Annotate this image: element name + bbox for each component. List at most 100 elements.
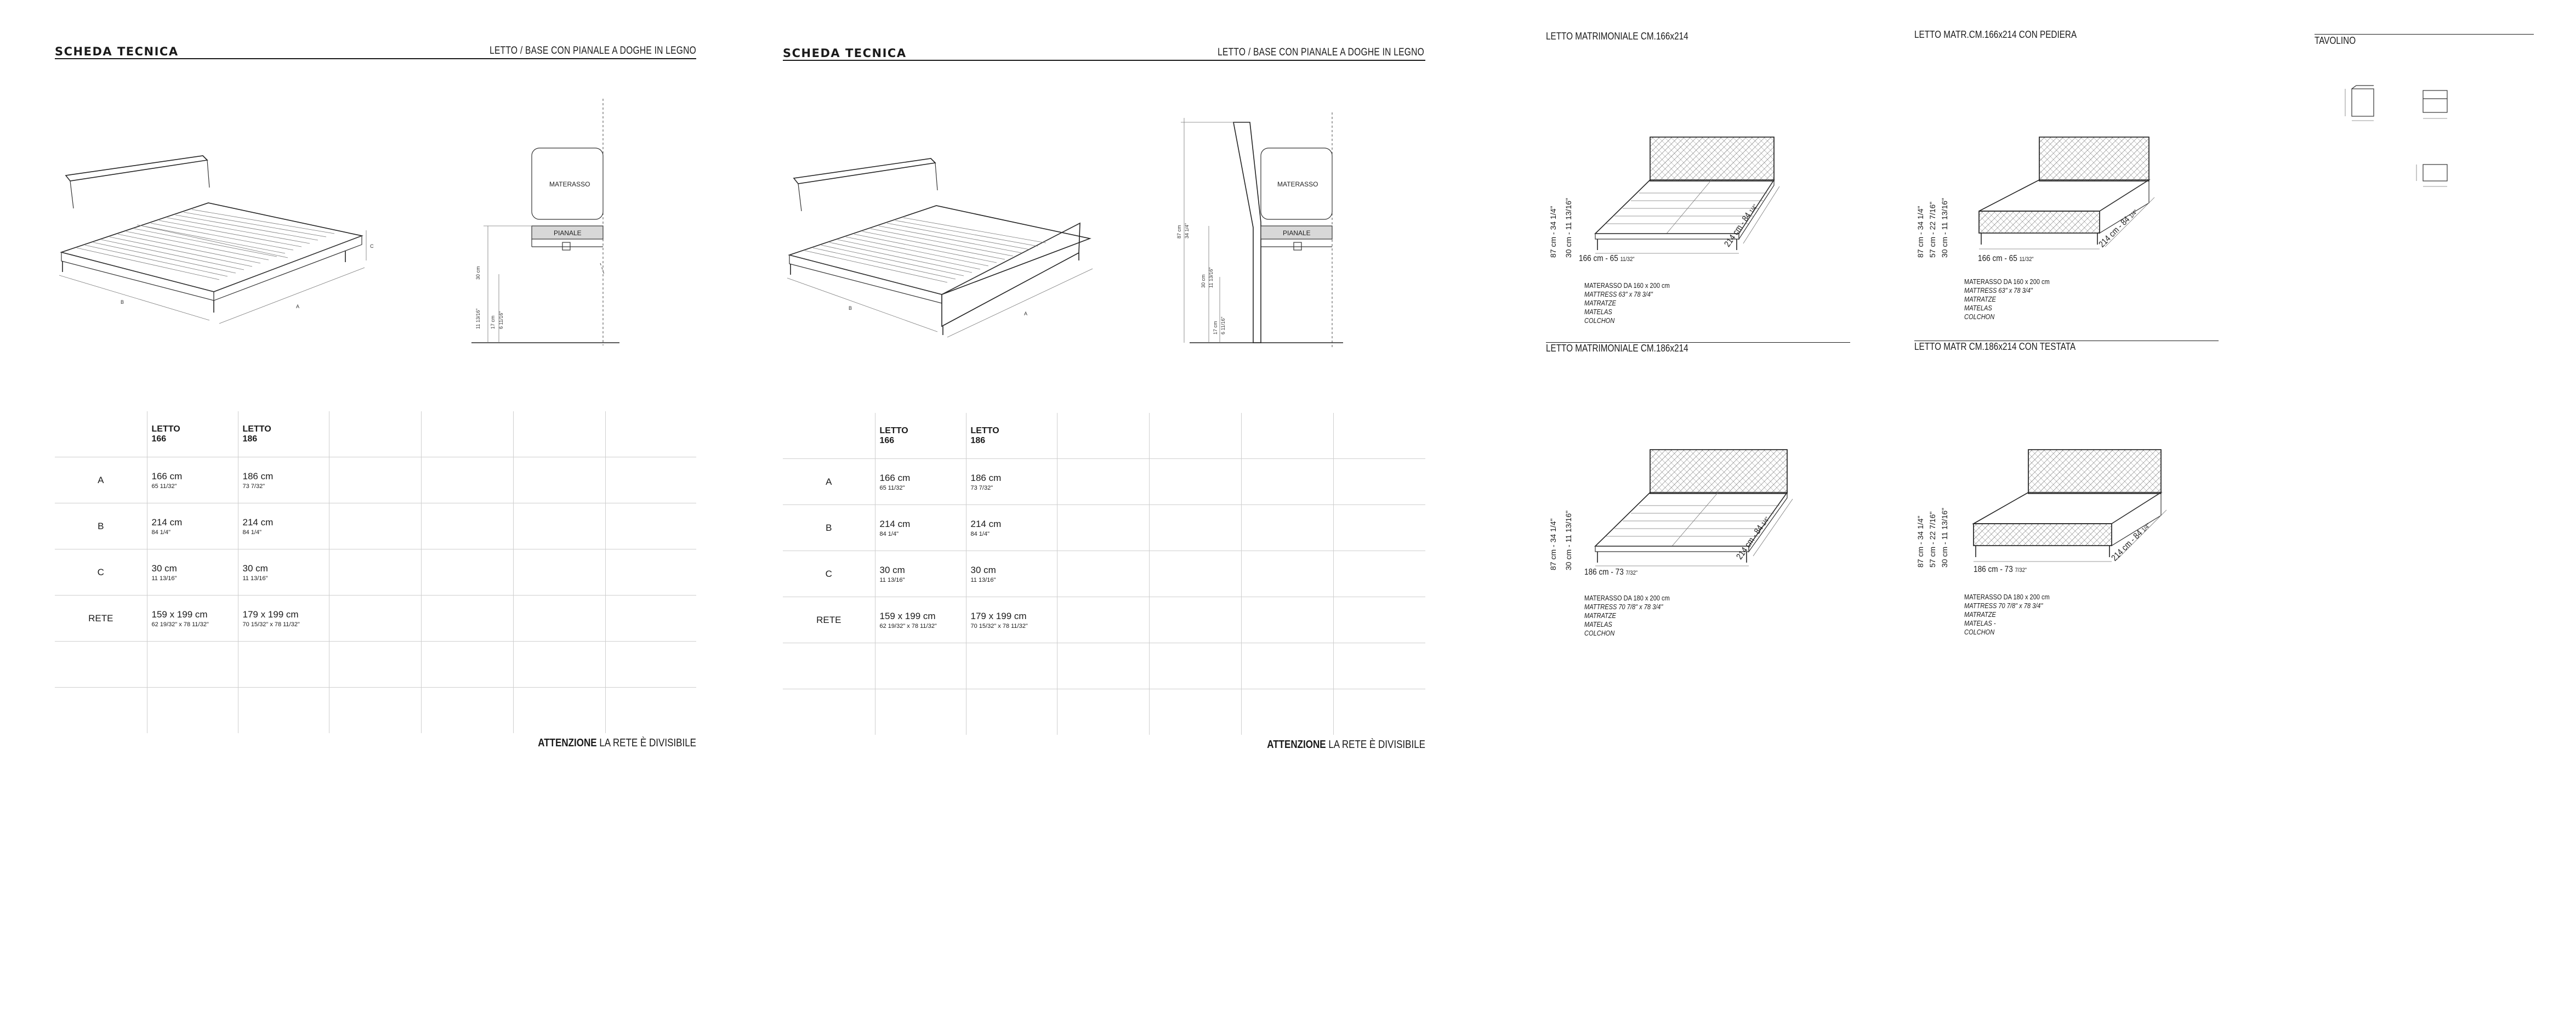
height-dimension: 30 cm - 11 13/16" [1564,511,1573,570]
pianale-label: PIANALE [1283,229,1311,237]
svg-text:11 13/16": 11 13/16" [1208,267,1214,288]
height-dimension: 87 cm - 34 1/4" [1549,518,1557,570]
view-title: LETTO MATR.CM.166x214 CON PEDIERA [1914,29,2077,40]
table-row [783,643,1425,689]
height-dimension: 87 cm - 34 1/4" [1916,206,1925,258]
section-rule [2315,34,2534,35]
width-dimension: 186 cm - 73 7/32" [1584,568,1638,577]
mattress-note: MATERASSO DA 160 x 200 cm MATTRESS 63" x… [1964,277,2050,321]
svg-text:A: A [1024,311,1027,316]
mattress-note: MATERASSO DA 160 x 200 cm MATTRESS 63" x… [1584,281,1670,325]
bed-profile-drawing-footboard: MATERASSO PIANALE 87 cm 34 1/4" 30 cm 11… [1176,112,1343,348]
height-dimension: 87 cm - 34 1/4" [1916,515,1925,568]
width-dimension: 166 cm - 65 11/32" [1978,254,2034,263]
table-row [783,689,1425,735]
svg-text:6 11/16": 6 11/16" [1220,316,1226,334]
row-label: RETE [783,597,875,643]
row-label: B [783,504,875,551]
tavolino-drawing [2345,85,2448,187]
width-dimension: 186 cm - 73 7/32" [1974,565,2027,574]
height-dimension: 30 cm - 11 13/16" [1564,198,1573,258]
svg-text:B: B [121,299,124,305]
bed-footboard-drawing-186 [1971,449,2167,562]
materasso-label: MATERASSO [1277,180,1318,188]
svg-text:30 cm: 30 cm [1201,274,1206,288]
section-rule [1546,342,1850,343]
height-dimension: 57 cm - 22 7/16" [1928,511,1937,568]
svg-text:34 1/4": 34 1/4" [1184,223,1190,239]
svg-text:6 11/16": 6 11/16" [498,311,504,329]
row-label: RETE [55,595,147,642]
view-title: LETTO MATRIMONIALE CM.166x214 [1546,31,1688,42]
materasso-label: MATERASSO [549,180,590,188]
sheet-title: SCHEDA TECNICA [55,45,179,58]
svg-text:30 cm: 30 cm [475,266,481,280]
height-dimension: 87 cm - 34 1/4" [1549,206,1557,258]
table-row [55,687,696,733]
view-title: LETTO MATRIMONIALE CM.186x214 [1546,343,1688,354]
row-label: B [55,503,147,549]
row-label: A [55,457,147,503]
height-dimension: 30 cm - 11 13/16" [1940,198,1949,258]
svg-text:A: A [296,304,299,309]
mattress-note: MATERASSO DA 180 x 200 cm MATTRESS 70 7/… [1584,594,1670,637]
row-label: C [55,549,147,596]
sheet-subtitle: LETTO / BASE CON PIANALE A DOGHE IN LEGN… [490,45,696,56]
attention-note: ATTENZIONE LA RETE È DIVISIBILE [1267,739,1425,751]
sheet-title: SCHEDA TECNICA [783,47,907,60]
header-rule [783,60,1425,61]
attention-note: ATTENZIONE LA RETE È DIVISIBILE [538,737,696,749]
row-label: C [783,551,875,597]
view-title: TAVOLINO [2315,35,2356,46]
bed-profile-drawing: MATERASSO PIANALE 30 cm 11 13/16" 17 cm … [471,99,619,345]
bed-perspective-drawing-footboard: B A [787,158,1093,338]
view-title: LETTO MATR CM.186x214 CON TESTATA [1914,341,2076,352]
pianale-label: PIANALE [554,229,582,237]
svg-text:87 cm: 87 cm [1176,225,1182,239]
height-dimension: 57 cm - 22 7/16" [1928,201,1937,258]
svg-text:C: C [370,243,374,249]
svg-text:17 cm: 17 cm [490,315,496,329]
row-label: A [783,458,875,505]
mattress-note: MATERASSO DA 180 x 200 cm MATTRESS 70 7/… [1964,593,2050,636]
width-dimension: 166 cm - 65 11/32" [1579,254,1635,263]
svg-text:11 13/16": 11 13/16" [475,308,481,329]
table-row [55,641,696,688]
svg-text:B: B [849,305,852,311]
height-dimension: 30 cm - 11 13/16" [1940,508,1949,568]
bed-plain-drawing [1594,137,1780,254]
svg-text:17 cm: 17 cm [1213,321,1218,334]
bed-perspective-drawing: B A C [59,155,374,324]
bed-footboard-drawing [1978,137,2155,250]
